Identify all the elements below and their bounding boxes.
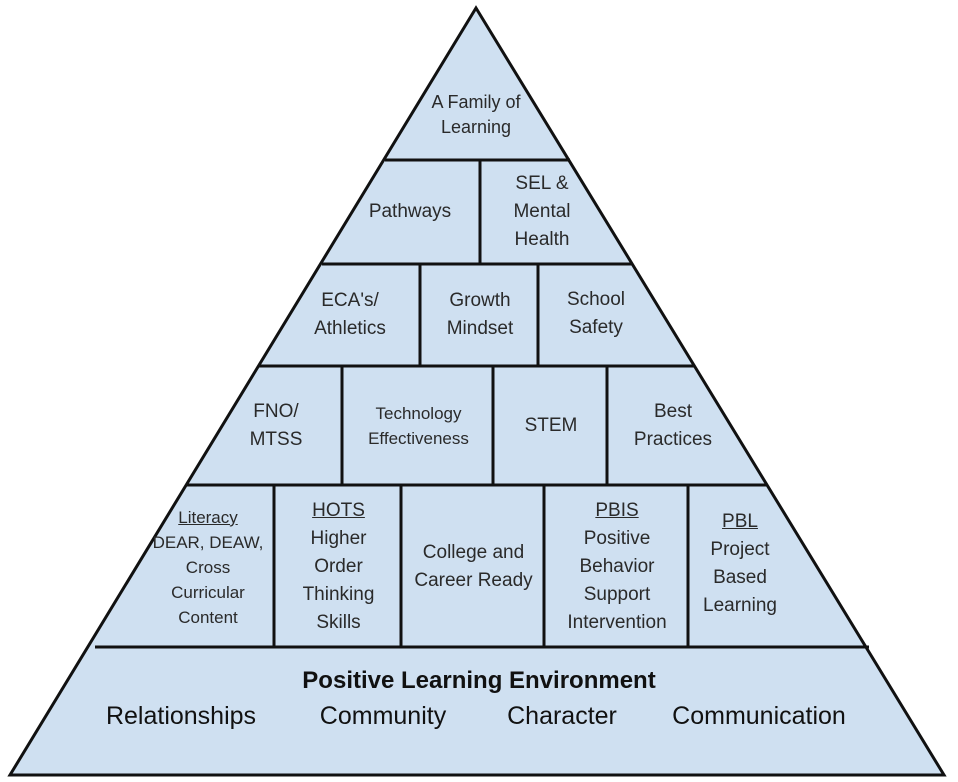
cell-text-line: Project [710, 539, 770, 560]
cell-pathways: Pathways [340, 162, 480, 262]
cell-fno-mtss: FNO/MTSS [210, 368, 342, 483]
cell-stem: STEM [495, 368, 607, 483]
cell-text-line: Pathways [368, 201, 452, 222]
tier-dividers [95, 158, 869, 649]
cell-text-line: Curricular [171, 582, 245, 602]
cell-text-line: Cross [185, 557, 231, 577]
base-community: Community [319, 702, 447, 730]
cell-text-line: Content [178, 607, 238, 627]
cell-text-line: Practices [633, 428, 713, 450]
cell-text-line: Behavior [579, 556, 655, 577]
cell-text-line: Mindset [446, 318, 514, 339]
cell-text-line: Based [713, 567, 767, 588]
cell-dividers [272, 160, 690, 647]
cell-text-line: MTSS [249, 428, 303, 450]
cell-text-line: STEM [524, 414, 578, 436]
cell-text-line: Career Ready [414, 570, 533, 591]
cell-ecas-athletics: ECA's/Athletics [280, 266, 420, 364]
cell-text-line: Skills [316, 612, 361, 633]
cell-text-line: Intervention [567, 612, 667, 633]
cell-text-line: Order [314, 556, 363, 577]
cell-text-line: Positive [583, 528, 651, 549]
cell-family-of-learning: A Family of Learning [400, 72, 552, 158]
cell-heading: PBIS [595, 500, 639, 521]
cell-text-line: Technology [375, 403, 462, 423]
pyramid-outline [7, 5, 947, 777]
cell-text-line: School [566, 289, 626, 310]
cell-text-line: Higher [310, 528, 367, 549]
cell-heading: PBL [722, 511, 758, 532]
cell-text-line: DEAR, DEAW, [152, 532, 264, 552]
cell-text-line: Learning [703, 595, 777, 616]
cell-text-line: Thinking [302, 584, 375, 605]
cell-text-line: Growth [449, 290, 511, 311]
base-relationships: Relationships [105, 702, 257, 730]
cell-text-line: ECA's/ [321, 290, 379, 311]
cell-text-line: Best [653, 400, 693, 422]
cell-text-line: Safety [569, 317, 623, 338]
base-title: Positive Learning Environment [302, 667, 656, 694]
cell-text-line: College and [422, 542, 525, 563]
cell-text-line: Effectiveness [368, 428, 469, 448]
cell-text-line: Mental [513, 201, 571, 222]
base-communication: Communication [672, 702, 846, 730]
base-character: Character [507, 702, 617, 730]
cell-text-line: A Family of [431, 92, 521, 112]
cell-text-line: Learning [440, 117, 512, 137]
cell-heading: Literacy [178, 507, 238, 527]
cell-text-line: Support [583, 584, 651, 605]
cell-heading: HOTS [312, 500, 365, 521]
cell-text-line: Athletics [314, 318, 386, 339]
cell-text-line: FNO/ [253, 400, 299, 422]
cell-text-line: Health [514, 229, 570, 250]
cell-text-line: SEL & [515, 173, 569, 194]
